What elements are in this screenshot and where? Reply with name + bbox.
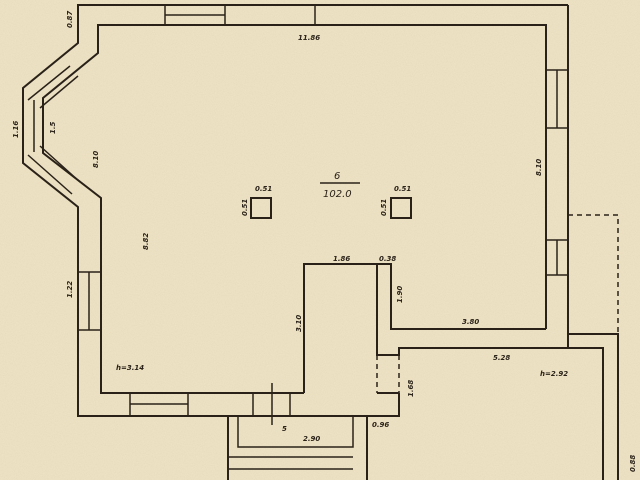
dim-annex-top: 5.28 — [493, 354, 510, 362]
windows — [27, 4, 569, 417]
dim-annex-right: 0.88 — [629, 455, 637, 472]
entrance-door[interactable] — [252, 383, 291, 425]
dim-right-wall: 8.10 — [535, 159, 543, 176]
porch-steps — [227, 416, 368, 480]
annex-room-height: h=2.92 — [540, 370, 568, 378]
interior-partitions — [303, 214, 619, 480]
dim-left-upper: 8.10 — [92, 151, 100, 168]
column-left — [250, 197, 272, 219]
dim-left-inner: 8.82 — [142, 233, 150, 250]
dim-porch-side: 0.96 — [372, 421, 389, 429]
dim-partition-bottom: 3.80 — [462, 318, 479, 326]
dim-passage: 1.68 — [407, 380, 415, 397]
dim-bay-outer: 1.16 — [12, 121, 20, 138]
dim-partition-gap: 0.38 — [379, 255, 396, 263]
porch-number: 5 — [282, 425, 287, 433]
dim-left-window: 1.22 — [66, 281, 74, 298]
dim-column-right-h: 0.51 — [380, 199, 388, 216]
dim-partition-drop: 1.90 — [396, 286, 404, 303]
dim-porch-width: 2.90 — [303, 435, 320, 443]
dim-bay-inner: 1.5 — [49, 121, 57, 134]
room-area: 102.0 — [323, 189, 352, 200]
dim-column-left-w: 0.51 — [255, 185, 272, 193]
dim-column-left-h: 0.51 — [241, 199, 249, 216]
dim-partition-height: 3.10 — [295, 315, 303, 332]
dim-partition-top: 1.86 — [333, 255, 350, 263]
dim-column-right-w: 0.51 — [394, 185, 411, 193]
dim-top-wall: 11.86 — [298, 34, 320, 42]
labels: 6 102.0 0.87 11.86 1.16 1.5 8.10 8.82 1.… — [12, 11, 637, 472]
main-room-height: h=3.14 — [116, 364, 144, 372]
dim-bay-top: 0.87 — [66, 11, 74, 28]
column-right — [390, 197, 412, 219]
room-number: 6 — [334, 171, 340, 182]
